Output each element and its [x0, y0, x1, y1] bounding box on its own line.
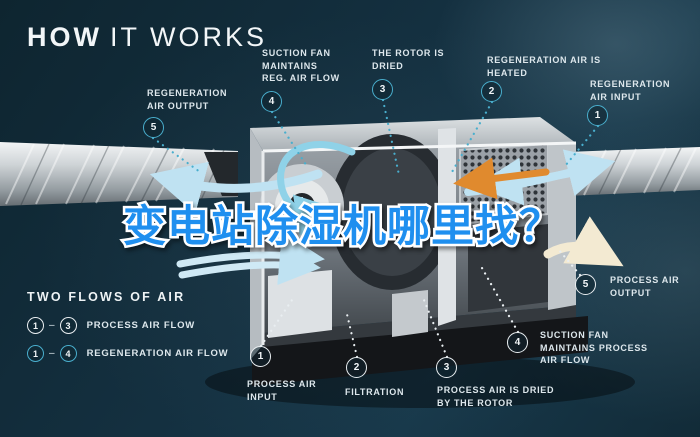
callout-filtration-label: FILTRATION: [345, 387, 405, 397]
process-input-arrow-2: [178, 243, 321, 286]
dehumidifier-unit: [250, 117, 588, 386]
callout-regeneration-output-label: REGENERATION AIR OUTPUT: [147, 88, 228, 111]
callout-suction-process-label: SUCTION FAN MAINTAINS PROCESS AIR FLOW: [540, 330, 648, 366]
callout-filtration-badge: 2: [346, 357, 367, 378]
callout-process-dried-label: PROCESS AIR IS DRIED BY THE ROTOR: [437, 385, 555, 408]
legend-process-to: 3: [59, 317, 77, 334]
callout-reg-input-badge: 1: [587, 105, 608, 126]
legend-reg-from: 1: [27, 345, 44, 362]
regeneration-output-duct: [0, 142, 238, 206]
callout-process-output-badge: 5: [575, 274, 596, 295]
legend-row-regeneration: 1 – 4 REGENERATION AIR FLOW: [27, 345, 228, 362]
legend-title: TWO FLOWS OF AIR: [27, 290, 186, 304]
machine-left-wall: [250, 128, 263, 360]
legend-reg-to: 4: [59, 345, 77, 362]
airflow-arrows: [149, 141, 624, 286]
interior-box-small: [392, 290, 428, 337]
callout-process-dried-badge: 3: [436, 357, 457, 378]
callout-regeneration-output-badge: 5: [143, 117, 164, 138]
callout-suction-reg-badge: 4: [261, 91, 282, 112]
legend-dash: –: [49, 320, 55, 331]
leader-lines: [151, 98, 600, 359]
callout-reg-input-label: REGENERATION AIR INPUT: [590, 79, 671, 102]
callout-process-input-badge: 1: [250, 346, 271, 367]
legend: TWO FLOWS OF AIR 1 – 3 PROCESS AIR FLOW …: [27, 290, 228, 373]
legend-reg-label: REGENERATION AIR FLOW: [86, 348, 229, 359]
legend-process-label: PROCESS AIR FLOW: [86, 320, 196, 331]
fan-swirl-arrow: [277, 141, 356, 237]
callout-suction-process-badge: 4: [507, 332, 528, 353]
callout-reg-heated-label: REGENERATION AIR IS HEATED: [487, 55, 601, 78]
title-bold: HOW: [27, 22, 102, 52]
callout-rotor-dried-badge: 3: [372, 79, 393, 100]
heater-arrow: [453, 157, 550, 200]
callout-process-output-label: PROCESS AIR OUTPUT: [610, 275, 680, 298]
legend-row-process: 1 – 3 PROCESS AIR FLOW: [27, 317, 228, 334]
callout-reg-heated-badge: 2: [481, 81, 502, 102]
lower-right-section: [468, 224, 548, 312]
divider-panel: [438, 128, 456, 326]
process-output-vent-arrow: [543, 216, 624, 267]
legend-dash: –: [49, 348, 55, 359]
interior-box: [268, 270, 332, 338]
callout-process-input-label: PROCESS AIR INPUT: [247, 379, 317, 402]
regeneration-output-arrow: [149, 161, 323, 214]
callout-suction-reg-label: SUCTION FAN MAINTAINS REG. AIR FLOW: [262, 48, 340, 84]
machine-base: [252, 316, 588, 386]
callout-rotor-dried-label: THE ROTOR IS DRIED: [372, 48, 445, 71]
title-light: IT WORKS: [109, 22, 267, 52]
legend-process-from: 1: [27, 317, 44, 334]
